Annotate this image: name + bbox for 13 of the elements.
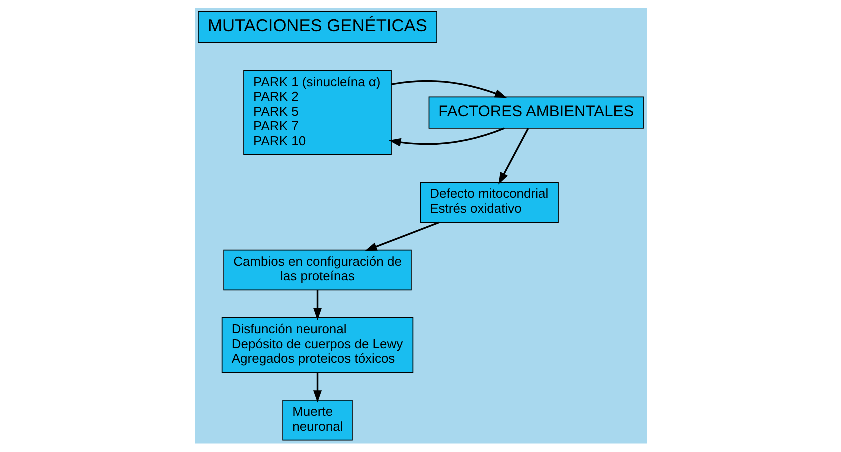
arrow (313, 290, 322, 320)
node-box: PARK 1 (sinucleína α) PARK 2 PARK 5 PARK 7 PARK 10 (243, 70, 392, 156)
node-box: Disfunción neuronal Depósito de cuerpos de Lewy Agregados proteicos tóxicos (221, 318, 414, 374)
node-box: Defecto mitocondrial Estrés oxidativo (420, 182, 558, 223)
node-box: Cambios en configuración de las proteínas (223, 250, 412, 291)
arrow (364, 222, 440, 252)
arrow (388, 128, 505, 147)
arrow (498, 128, 529, 185)
node-box: FACTORES AMBIENTALES (428, 96, 644, 129)
arrow (313, 372, 322, 403)
node-box: Muerte neuronal (282, 400, 352, 441)
arrow (391, 80, 507, 98)
node-box: MUTACIONES GENÉTICAS (198, 11, 437, 44)
